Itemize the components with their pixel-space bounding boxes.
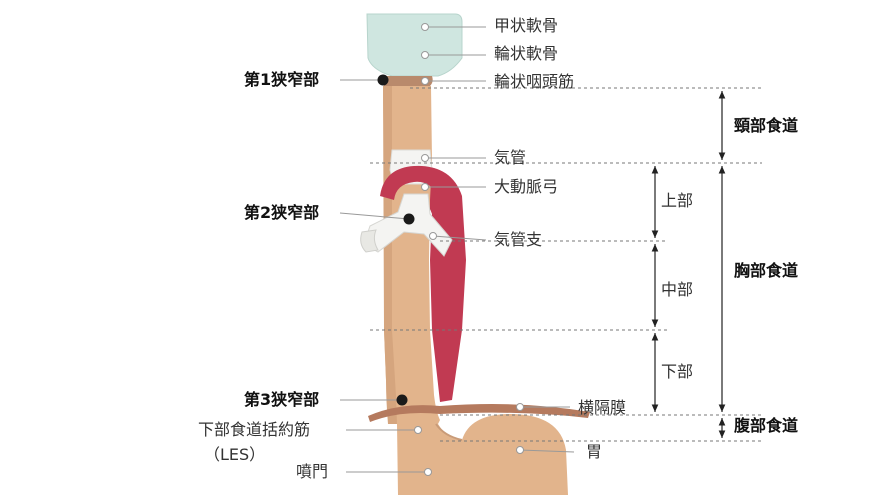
label-middle: 中部: [661, 280, 694, 299]
esophagus-shading: [383, 86, 397, 424]
label-les: 下部食道括約筋: [198, 420, 311, 439]
cricopharyngeus-band: [380, 76, 433, 86]
label-narrowing-1: 第1狭窄部: [244, 70, 320, 89]
aortic-arch-shape: [380, 165, 456, 200]
narrowing-2-marker: [403, 213, 415, 225]
diaphragm-shape: [368, 404, 590, 422]
label-narrowing-2: 第2狭窄部: [244, 203, 320, 222]
label-trachea: 気管: [494, 148, 527, 167]
label-cervical-esophagus: 頸部食道: [734, 116, 799, 135]
stomach-fold: [435, 423, 463, 441]
label-cricoid-cartilage: 輪状軟骨: [494, 44, 559, 63]
bronchus-left-rings: [360, 229, 379, 253]
narrowing-3-marker: [396, 394, 408, 406]
thyroid-cartilage-shape: [366, 13, 463, 77]
label-aortic-arch: 大動脈弓: [494, 177, 559, 196]
label-thyroid-cartilage: 甲状軟骨: [494, 16, 559, 35]
label-thoracic-esophagus: 胸部食道: [734, 261, 799, 280]
label-lower: 下部: [661, 362, 694, 381]
label-les-abbr: （LES）: [204, 445, 266, 464]
label-narrowing-3: 第3狭窄部: [244, 390, 320, 409]
stomach-shape: [397, 414, 568, 495]
label-bronchus: 気管支: [494, 230, 543, 249]
label-diaphragm: 横隔膜: [578, 398, 627, 417]
narrowing-1-marker: [377, 74, 389, 86]
label-cardia: 噴門: [296, 462, 329, 481]
label-cricopharyngeus: 輪状咽頭筋: [494, 72, 575, 91]
label-upper: 上部: [661, 191, 694, 210]
aorta-shape: [384, 166, 466, 402]
label-abdominal-esophagus: 腹部食道: [734, 416, 799, 435]
bronchus-shape: [363, 193, 453, 257]
label-stomach: 胃: [586, 442, 603, 461]
